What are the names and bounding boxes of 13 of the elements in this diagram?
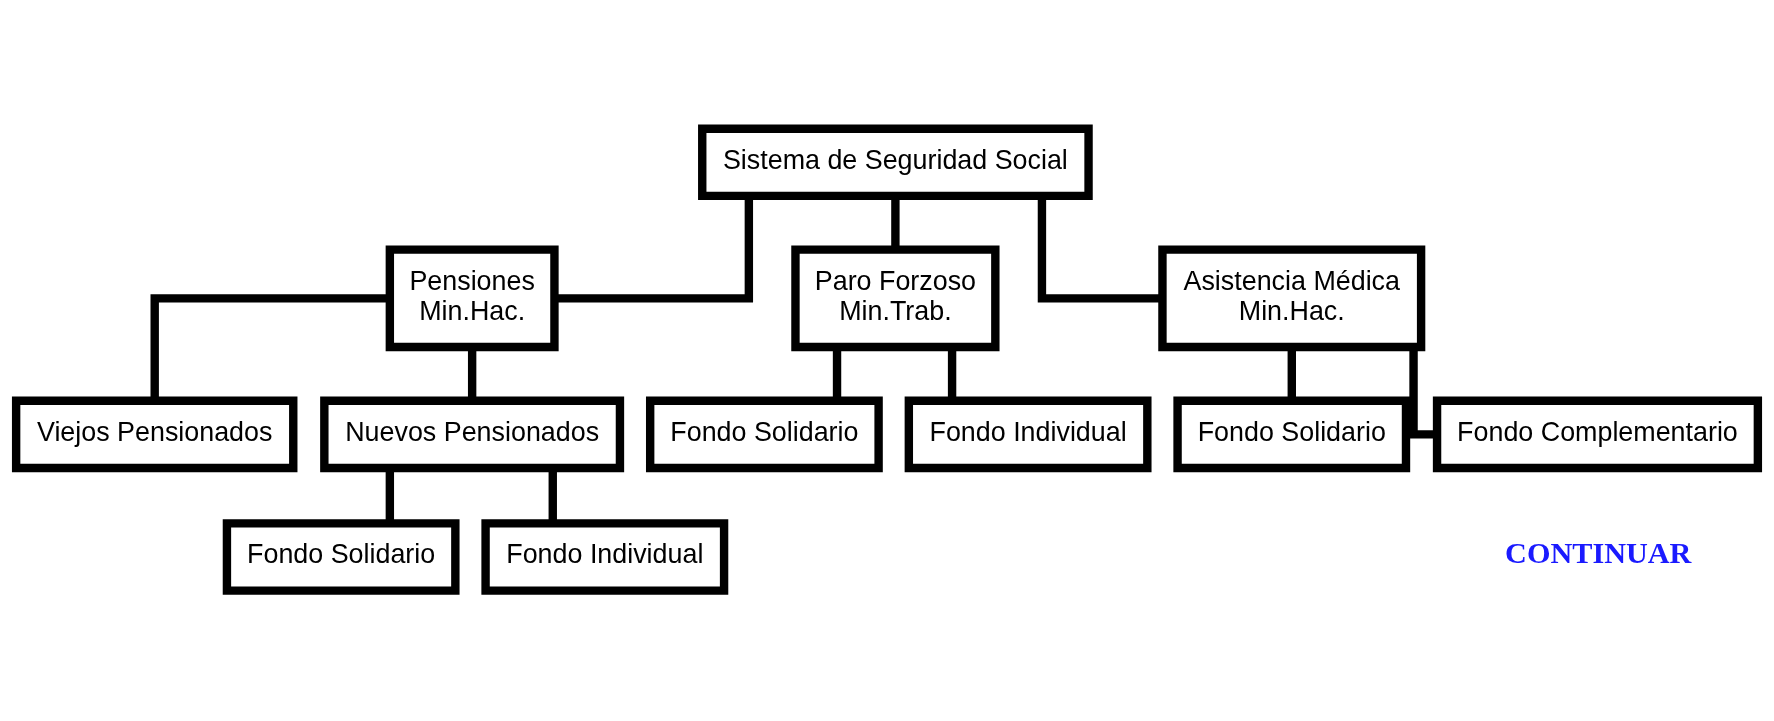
node-box: Nuevos Pensionados xyxy=(320,396,625,473)
label: CONTINUAR xyxy=(1505,535,1692,570)
node-box: Pensiones Min.Hac. xyxy=(385,245,559,352)
node-box: Fondo Complementario xyxy=(1432,396,1763,473)
node-box: Viejos Pensionados xyxy=(11,396,298,473)
node-box: Fondo Solidario xyxy=(1173,396,1411,473)
node-box: Sistema de Seguridad Social xyxy=(698,124,1093,201)
node-box: Paro Forzoso Min.Trab. xyxy=(791,245,1000,352)
node-box: Asistencia Médica Min.Hac. xyxy=(1158,245,1426,352)
node-box: Fondo Solidario xyxy=(222,519,460,595)
node-box: Fondo Individual xyxy=(481,519,729,595)
node-box: Fondo Solidario xyxy=(645,396,883,473)
node-box: Fondo Individual xyxy=(904,396,1152,473)
